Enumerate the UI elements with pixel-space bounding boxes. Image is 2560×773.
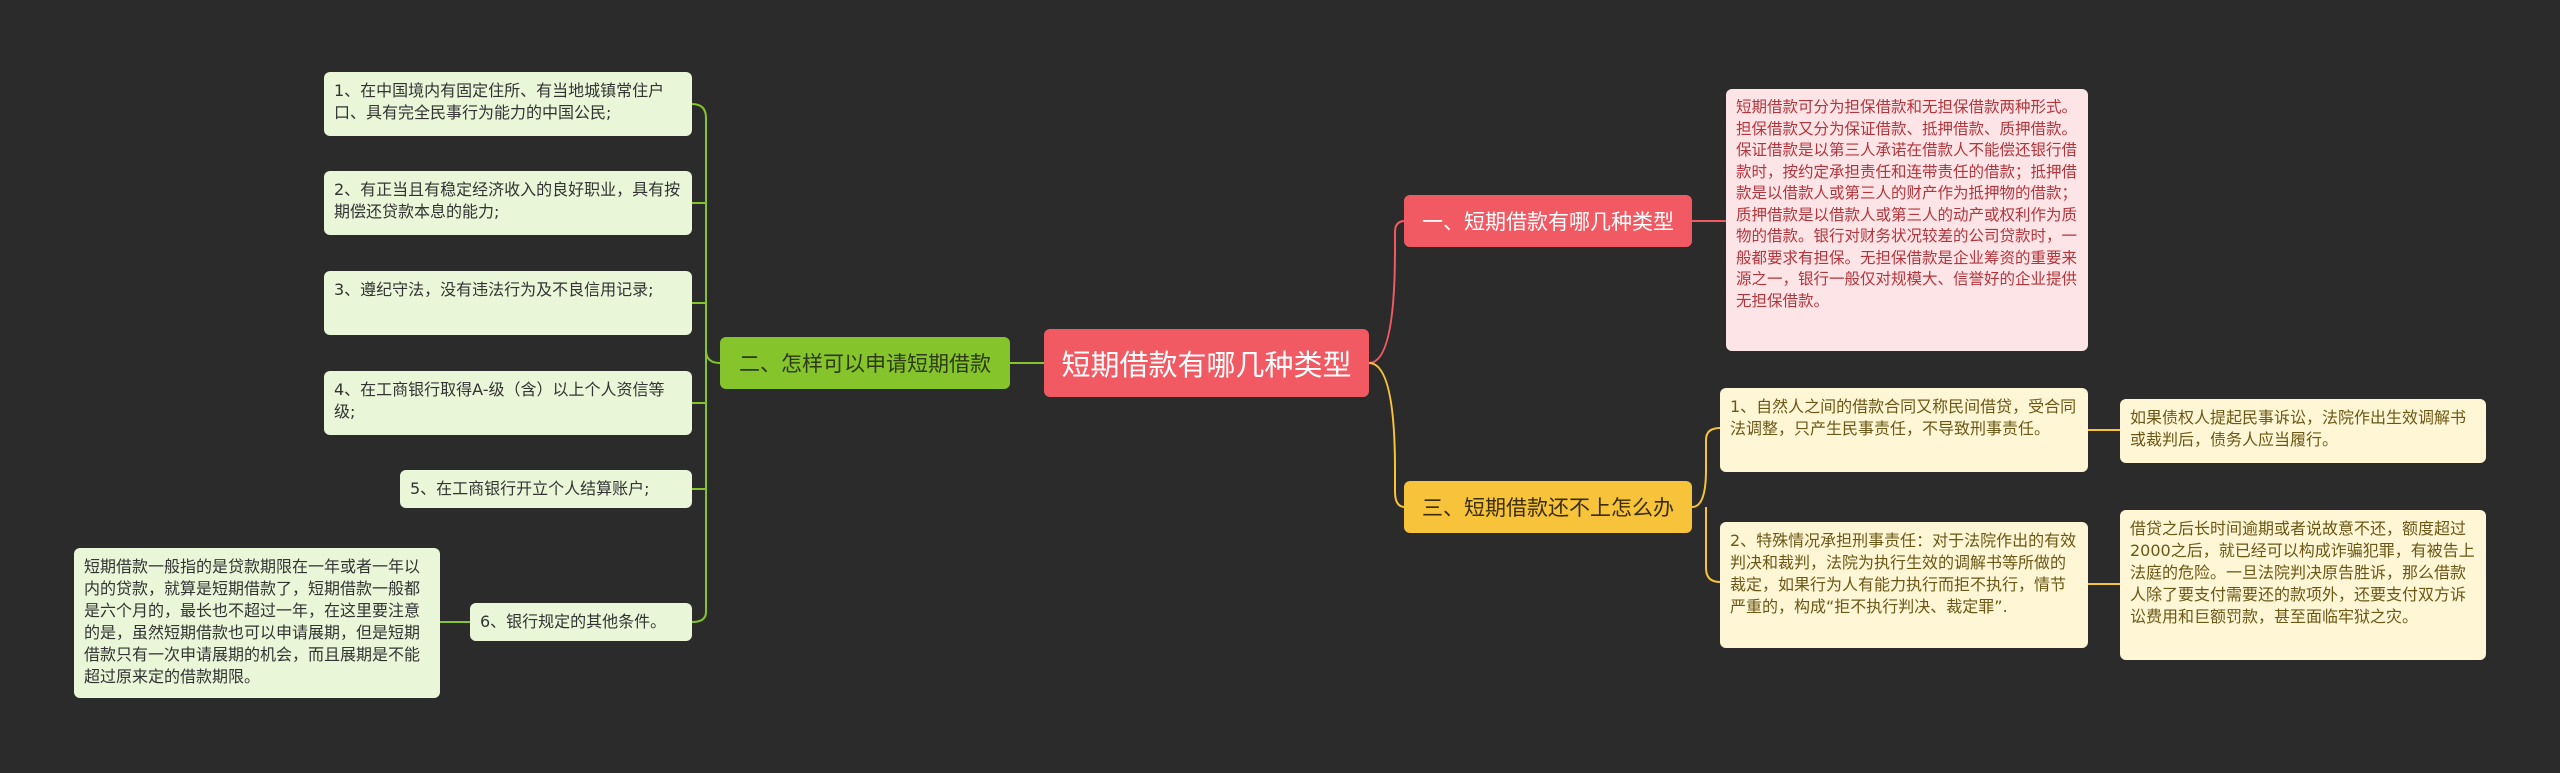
- apply-condition-1-text: 1、在中国境内有固定住所、有当地城镇常住户口、具有完全民事行为能力的中国公民;: [334, 81, 665, 122]
- branch-how-to-apply[interactable]: 二、怎样可以申请短期借款: [720, 337, 1010, 389]
- apply-condition-5: 5、在工商银行开立个人结算账户;: [400, 470, 692, 508]
- connector-root-b3: [1368, 362, 1406, 508]
- short-term-loan-note-text: 短期借款一般指的是贷款期限在一年或者一年以内的贷款，就算是短期借款了，短期借款一…: [84, 557, 421, 686]
- apply-condition-4: 4、在工商银行取得A-级（含）以上个人资信等级;: [324, 371, 692, 435]
- repay-note-1: 如果债权人提起民事诉讼，法院作出生效调解书或裁判后，债务人应当履行。: [2120, 399, 2486, 463]
- apply-condition-3: 3、遵纪守法，没有违法行为及不良信用记录;: [324, 271, 692, 335]
- repay-point-2-text: 2、特殊情况承担刑事责任：对于法院作出的有效判决和裁判，法院为执行生效的调解书等…: [1730, 531, 2077, 616]
- connector-root-b1: [1368, 220, 1406, 364]
- apply-condition-6-text: 6、银行规定的其他条件。: [480, 612, 667, 631]
- branch-loan-types-label: 一、短期借款有哪几种类型: [1422, 210, 1674, 234]
- branch-loan-types[interactable]: 一、短期借款有哪几种类型: [1404, 195, 1692, 247]
- branch-cannot-repay[interactable]: 三、短期借款还不上怎么办: [1404, 481, 1692, 533]
- apply-condition-1: 1、在中国境内有固定住所、有当地城镇常住户口、具有完全民事行为能力的中国公民;: [324, 72, 692, 136]
- root-topic-label: 短期借款有哪几种类型: [1061, 348, 1352, 382]
- apply-condition-4-text: 4、在工商银行取得A-级（含）以上个人资信等级;: [334, 380, 665, 421]
- branch-cannot-repay-label: 三、短期借款还不上怎么办: [1422, 496, 1674, 520]
- loan-types-detail: 短期借款可分为担保借款和无担保借款两种形式。担保借款又分为保证借款、抵押借款、质…: [1726, 89, 2088, 351]
- loan-types-detail-text: 短期借款可分为担保借款和无担保借款两种形式。担保借款又分为保证借款、抵押借款、质…: [1736, 98, 2078, 310]
- apply-condition-2-text: 2、有正当且有稳定经济收入的良好职业，具有按期偿还贷款本息的能力;: [334, 180, 681, 221]
- branch-how-to-apply-label: 二、怎样可以申请短期借款: [739, 352, 991, 376]
- repay-note-1-text: 如果债权人提起民事诉讼，法院作出生效调解书或裁判后，债务人应当履行。: [2130, 408, 2467, 449]
- repay-note-2: 借贷之后长时间逾期或者说故意不还，额度超过2000之后，就已经可以构成诈骗犯罪，…: [2120, 510, 2486, 660]
- repay-point-2: 2、特殊情况承担刑事责任：对于法院作出的有效判决和裁判，法院为执行生效的调解书等…: [1720, 522, 2088, 648]
- apply-condition-2: 2、有正当且有稳定经济收入的良好职业，具有按期偿还贷款本息的能力;: [324, 171, 692, 235]
- apply-condition-3-text: 3、遵纪守法，没有违法行为及不良信用记录;: [334, 280, 654, 299]
- repay-point-1-text: 1、自然人之间的借款合同又称民间借贷，受合同法调整，只产生民事责任，不导致刑事责…: [1730, 397, 2077, 438]
- repay-point-1: 1、自然人之间的借款合同又称民间借贷，受合同法调整，只产生民事责任，不导致刑事责…: [1720, 388, 2088, 472]
- connector-b2-spine: [691, 103, 721, 623]
- repay-note-2-text: 借贷之后长时间逾期或者说故意不还，额度超过2000之后，就已经可以构成诈骗犯罪，…: [2130, 519, 2475, 626]
- connector-b3-items: [1691, 427, 1721, 583]
- apply-condition-5-text: 5、在工商银行开立个人结算账户;: [410, 479, 650, 498]
- apply-condition-6: 6、银行规定的其他条件。: [470, 603, 692, 641]
- root-topic[interactable]: 短期借款有哪几种类型: [1044, 329, 1369, 397]
- short-term-loan-note: 短期借款一般指的是贷款期限在一年或者一年以内的贷款，就算是短期借款了，短期借款一…: [74, 548, 440, 698]
